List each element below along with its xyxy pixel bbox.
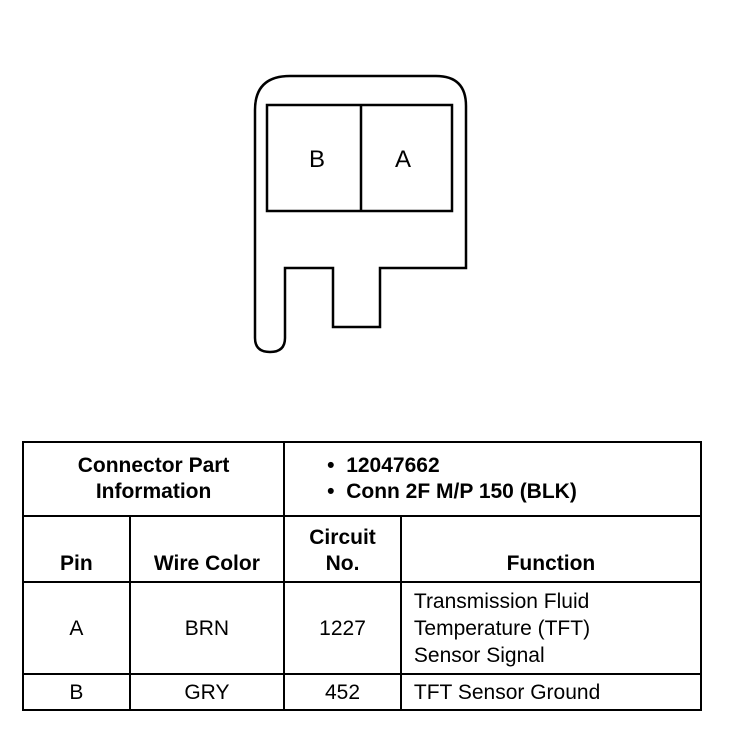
cavity-label-b: B bbox=[309, 146, 325, 173]
header-function: Function bbox=[399, 515, 703, 583]
header-circuit-line2: No. bbox=[325, 552, 360, 575]
connector-face-diagram: B A bbox=[253, 74, 468, 354]
row-a-wire-color: BRN bbox=[128, 581, 286, 675]
row-a-pin: A bbox=[22, 581, 131, 675]
connector-body-outline bbox=[253, 74, 468, 354]
table-row: B GRY 452 TFT Sensor Ground bbox=[22, 673, 703, 711]
part-number: 12047662 bbox=[327, 453, 700, 479]
row-a-function-line3: Sensor Signal bbox=[413, 643, 545, 667]
row-a-function-line1: Transmission Fluid bbox=[413, 589, 590, 613]
cavity-label-a: A bbox=[395, 146, 411, 173]
row-b-circuit: 452 bbox=[283, 673, 402, 711]
cavity-block bbox=[265, 103, 454, 213]
header-wire-color: Wire Color bbox=[128, 515, 286, 583]
part-info-label: Connector Part Information bbox=[21, 441, 286, 517]
header-circuit-no: Circuit No. bbox=[283, 515, 402, 583]
part-info-label-line2: Information bbox=[95, 480, 212, 503]
table-row: A BRN 1227 Transmission Fluid Temperatur… bbox=[22, 581, 703, 675]
column-header-row: Pin Wire Color Circuit No. Function bbox=[22, 515, 703, 583]
row-a-function-line2: Temperature (TFT) bbox=[413, 616, 591, 640]
connector-description: Conn 2F M/P 150 (BLK) bbox=[327, 479, 700, 505]
row-a-circuit: 1227 bbox=[283, 581, 402, 675]
part-info-label-line1: Connector Part bbox=[77, 454, 230, 477]
connector-pinout-table: Connector Part Information 12047662 Conn… bbox=[21, 441, 703, 711]
part-info-row: Connector Part Information 12047662 Conn… bbox=[21, 441, 702, 517]
header-circuit-line1: Circuit bbox=[309, 526, 376, 549]
row-b-wire-color: GRY bbox=[128, 673, 286, 711]
row-a-function: Transmission Fluid Temperature (TFT) Sen… bbox=[399, 581, 703, 675]
row-b-function: TFT Sensor Ground bbox=[399, 673, 703, 711]
header-pin: Pin bbox=[22, 515, 131, 583]
row-b-pin: B bbox=[22, 673, 131, 711]
part-info-values: 12047662 Conn 2F M/P 150 (BLK) bbox=[283, 441, 702, 517]
